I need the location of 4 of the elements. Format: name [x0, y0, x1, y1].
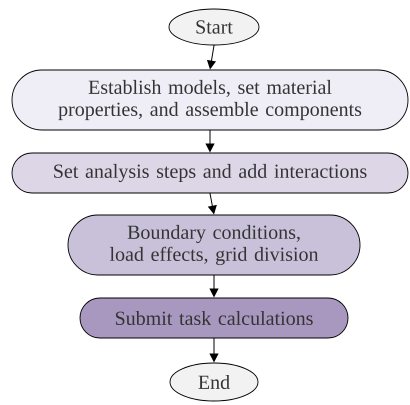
- process-box: Boundary conditions, load effects, grid division: [68, 214, 360, 276]
- process-box: Set analysis steps and add interactions: [12, 152, 408, 194]
- process-box: Establish models, set material properties, and assemble components: [12, 70, 408, 130]
- process-box: Submit task calculations: [80, 298, 348, 338]
